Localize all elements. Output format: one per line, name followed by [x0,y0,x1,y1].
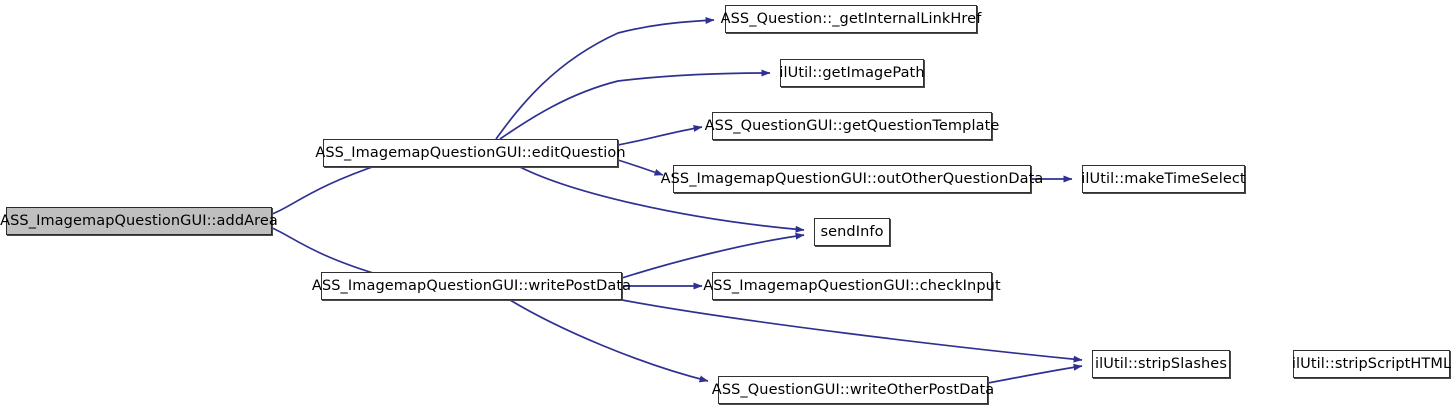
graph-node-stripScriptHTML[interactable]: ilUtil::stripScriptHTML [1291,350,1452,378]
graph-edge-editQuestion-to-outOtherQuestionData [617,159,664,176]
graph-node-getQuestionTemplate[interactable]: ASS_QuestionGUI::getQuestionTemplate [705,112,999,140]
graph-edge-writePostData-to-writeOtherPostData [509,299,709,383]
edge-group [271,16,1083,384]
graph-edge-addArea-to-writePostData [271,227,391,280]
graph-node-label: ASS_ImagemapQuestionGUI::writePostData [311,277,632,294]
graph-node-sendInfo[interactable]: sendInfo [814,218,890,246]
graph-node-label: ASS_Question::_getInternalLinkHref [720,10,982,27]
graph-node-label: ASS_QuestionGUI::writeOtherPostData [711,381,995,398]
graph-node-editQuestion[interactable]: ASS_ImagemapQuestionGUI::editQuestion [315,139,626,167]
graph-edge-editQuestion-to-getInternalLinkHref [495,16,715,140]
graph-node-addArea[interactable]: ASS_ImagemapQuestionGUI::addArea [0,207,278,235]
graph-node-label: ASS_ImagemapQuestionGUI::addArea [0,212,278,229]
graph-node-label: ASS_ImagemapQuestionGUI::outOtherQuestio… [660,170,1044,187]
graph-node-label: ilUtil::getImagePath [779,64,925,81]
graph-node-label: ASS_ImagemapQuestionGUI::checkInput [703,277,1001,294]
graph-node-label: ilUtil::stripSlashes [1095,355,1227,372]
graph-node-getImagePath[interactable]: ilUtil::getImagePath [779,59,925,87]
graph-edge-editQuestion-to-getQuestionTemplate [617,124,703,146]
graph-node-getInternalLinkHref[interactable]: ASS_Question::_getInternalLinkHref [721,5,981,33]
graph-edge-addArea-to-editQuestion [271,160,391,215]
graph-node-label: ilUtil::stripScriptHTML [1291,355,1452,372]
graph-node-label: ilUtil::makeTimeSelect [1081,170,1246,187]
graph-node-makeTimeSelect[interactable]: ilUtil::makeTimeSelect [1081,165,1246,193]
graph-node-writeOtherPostData[interactable]: ASS_QuestionGUI::writeOtherPostData [712,376,994,404]
graph-node-stripSlashes[interactable]: ilUtil::stripSlashes [1092,350,1230,378]
graph-node-label: ASS_QuestionGUI::getQuestionTemplate [704,117,1000,134]
graph-node-writePostData[interactable]: ASS_ImagemapQuestionGUI::writePostData [312,272,631,300]
graph-node-label: sendInfo [820,223,884,240]
graph-node-checkInput[interactable]: ASS_ImagemapQuestionGUI::checkInput [703,272,1001,300]
graph-node-label: ASS_ImagemapQuestionGUI::editQuestion [315,144,626,161]
graph-edge-writeOtherPostData-to-stripSlashes [987,363,1083,384]
graph-node-outOtherQuestionData[interactable]: ASS_ImagemapQuestionGUI::outOtherQuestio… [661,165,1043,193]
graph-edge-writePostData-to-stripSlashes [621,299,1083,363]
